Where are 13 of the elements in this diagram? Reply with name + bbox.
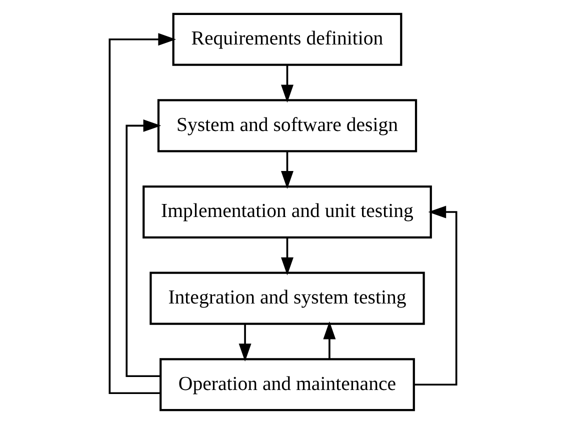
arrow xyxy=(281,152,294,189)
node-box: Implementation and unit testing xyxy=(142,185,432,239)
arrow xyxy=(323,321,336,359)
arrow xyxy=(238,324,252,362)
arrow xyxy=(108,33,176,394)
node-box: Operation and maintenance xyxy=(160,358,415,412)
node-box: System and software design xyxy=(157,99,418,152)
node-box: Requirements definition xyxy=(172,12,402,66)
arrow xyxy=(281,65,294,103)
arrow xyxy=(414,206,458,386)
arrow xyxy=(126,119,162,378)
node-box: Integration and system testing xyxy=(150,272,425,325)
arrow xyxy=(281,238,294,276)
